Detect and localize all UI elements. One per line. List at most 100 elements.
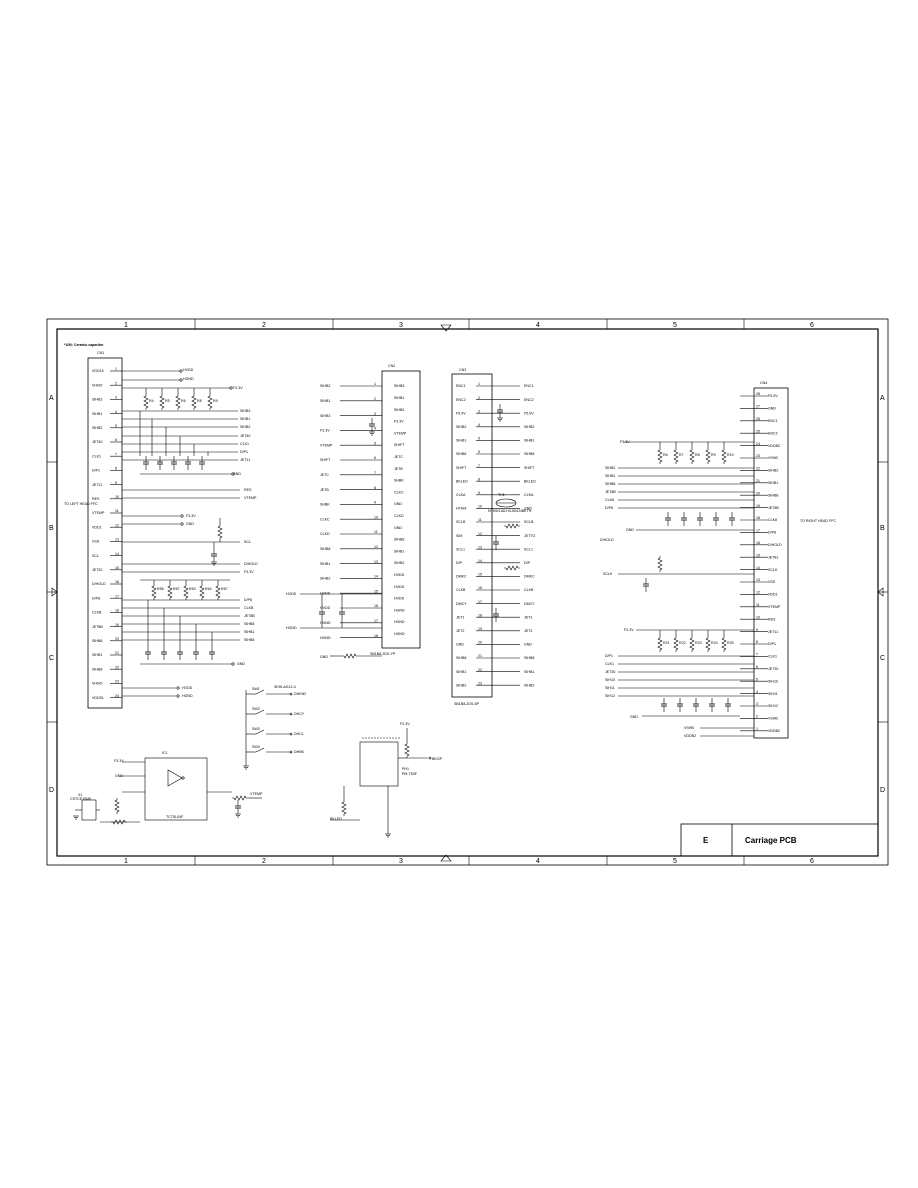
pin-net-label: SIHB8 <box>524 452 534 456</box>
cn3-part: SB1B8-2DS-6P <box>454 702 480 706</box>
pin-number: 23 <box>478 681 482 685</box>
pin-net-label: VTEMP <box>394 431 407 435</box>
pin-net-label: CLK8 <box>768 518 777 522</box>
net-label: CLK1 <box>605 662 614 666</box>
pin-number: 1 <box>374 382 376 386</box>
pin-net-label: CLKA <box>456 493 466 497</box>
pin-number: 10 <box>374 515 378 519</box>
net-label: SIHB1 <box>240 417 250 421</box>
pin-net-label: SCL1 <box>524 547 533 551</box>
net-label: JET8B <box>605 490 616 494</box>
net-label: GND <box>237 662 245 666</box>
net-label: F3.3V <box>233 386 243 390</box>
pin-number: 6 <box>374 456 376 460</box>
pin-net-label: HVDD <box>394 573 405 577</box>
pin-number: 16 <box>115 580 119 584</box>
pin-net-label: SIHB8 <box>524 656 534 660</box>
cn4-ref: CN4 <box>760 381 767 385</box>
pin-number: 9 <box>115 481 117 485</box>
pin-number: 13 <box>115 538 119 542</box>
pin-number: 16 <box>756 541 760 545</box>
pin-number: 15 <box>756 553 760 557</box>
pin-net-label: SIHB3 <box>394 384 404 388</box>
net-label: CLKB <box>244 606 254 610</box>
pin-net-label: VSS <box>92 540 100 544</box>
regulator-labels: IC1 TC7SL04F F3.3V GND X1 CSTCE10M0 VTEM… <box>70 751 263 819</box>
cn3-pin-list: 1ENC12ENC23F5.0V4SIHB25SIHB16SIHB87SHIFT… <box>456 382 536 687</box>
net-label: GND <box>630 715 638 719</box>
net-label: F3.3V <box>624 628 634 632</box>
net-label: BKOP <box>432 757 443 761</box>
pin-number: 3 <box>756 702 758 706</box>
pin-number: 7 <box>374 471 376 475</box>
grid-row-c-right: C <box>880 655 885 662</box>
pin-net-label: VHNO <box>92 383 103 387</box>
net-label: SCL <box>244 540 251 544</box>
board-title: Carriage PCB <box>745 836 797 845</box>
connector-cn1: CN1 1VDD152VHNO3SIHB34SIHB15SIHB26JET407… <box>64 351 123 709</box>
pin-net-label: RES <box>768 617 776 621</box>
pin-net-label: F3.3V <box>320 429 330 433</box>
pin-net-label: ENC1 <box>456 384 466 388</box>
pin-net-label: SIHB2 <box>524 683 534 687</box>
pin-number: 21 <box>756 479 760 483</box>
pin-number: 22 <box>478 668 482 672</box>
left-top-bank-labels: R4 R5 R6 R8 R9 F3.3V GND HVDD HGND <box>149 368 243 476</box>
pin-net-label: DMKC <box>524 575 535 579</box>
grid-col-3-bottom: 3 <box>399 858 403 865</box>
net-label: RES <box>244 488 252 492</box>
net-label: SIH12 <box>605 694 615 698</box>
pin-net-label: SIHB3 <box>320 414 330 418</box>
pin-number: 24 <box>115 694 119 698</box>
left-top-bank-out-labels: SIHB3 SIHB1 SIHB2 JET40 CLK1 D/P1 JET11 <box>240 409 250 462</box>
pin-number: 9 <box>478 491 480 495</box>
pin-net-label: VDD1 <box>92 525 102 529</box>
resistor-label: R4 <box>149 399 154 403</box>
pin-net-label: SIH10 <box>768 679 778 683</box>
pin-net-label: HVDD <box>394 597 405 601</box>
pin-number: 12 <box>374 545 378 549</box>
left-top-resistor-bank <box>122 387 238 475</box>
pin-net-label: GND <box>524 507 532 511</box>
pin-net-label: SCLB <box>524 520 534 524</box>
pin-net-label: VTEMP <box>768 605 781 609</box>
net-label: GND <box>186 522 194 526</box>
pin-number: 5 <box>115 424 117 428</box>
pin-number: 9 <box>374 501 376 505</box>
right-top-resistor-bank <box>618 441 754 593</box>
pin-net-label: HGND <box>320 636 331 640</box>
pin-net-label: JET30 <box>768 667 778 671</box>
pin-number: 6 <box>115 438 117 442</box>
cn3-ref: CN3 <box>459 368 466 372</box>
switch-group <box>242 689 293 770</box>
net-label: VSHB <box>684 726 694 730</box>
pin-net-label: CLKB <box>92 611 102 615</box>
pin-number: 2 <box>374 397 376 401</box>
net-label: HVDD <box>286 592 297 596</box>
cn1-annotation: TO LEFT HEAD FFC <box>64 502 98 506</box>
net-label: F3.3V <box>114 759 124 763</box>
connector-cn3: CN3 SB1B8-2DS-6P 1ENC12ENC23F5.0V4SIHB25… <box>451 368 536 706</box>
